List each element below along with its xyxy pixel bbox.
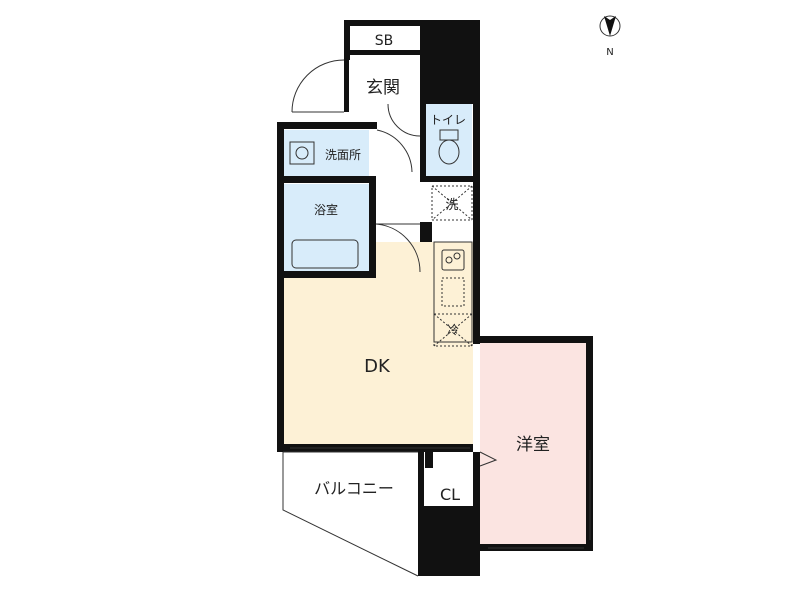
washroom-label: 洗面所 — [325, 148, 361, 162]
balcony-label: バルコニー — [314, 479, 394, 498]
compass-letter: N — [606, 47, 613, 58]
western-room-floor — [480, 342, 588, 544]
walls — [277, 20, 593, 576]
sb-label: SB — [375, 33, 394, 49]
toilet-label: トイレ — [430, 113, 466, 127]
bathroom-label: 浴室 — [314, 202, 338, 217]
fridge-label: 冷 — [447, 323, 459, 337]
fixtures — [282, 59, 591, 577]
laundry-label: 洗 — [445, 198, 458, 213]
entrance-label: 玄関 — [366, 78, 400, 98]
washroom-floor — [283, 130, 369, 177]
western-room-label: 洋室 — [516, 435, 550, 455]
bathroom-floor — [283, 184, 369, 272]
dk-label: DK — [364, 356, 391, 377]
north-arrow-icon — [599, 15, 621, 37]
closet-label: CL — [440, 485, 460, 504]
